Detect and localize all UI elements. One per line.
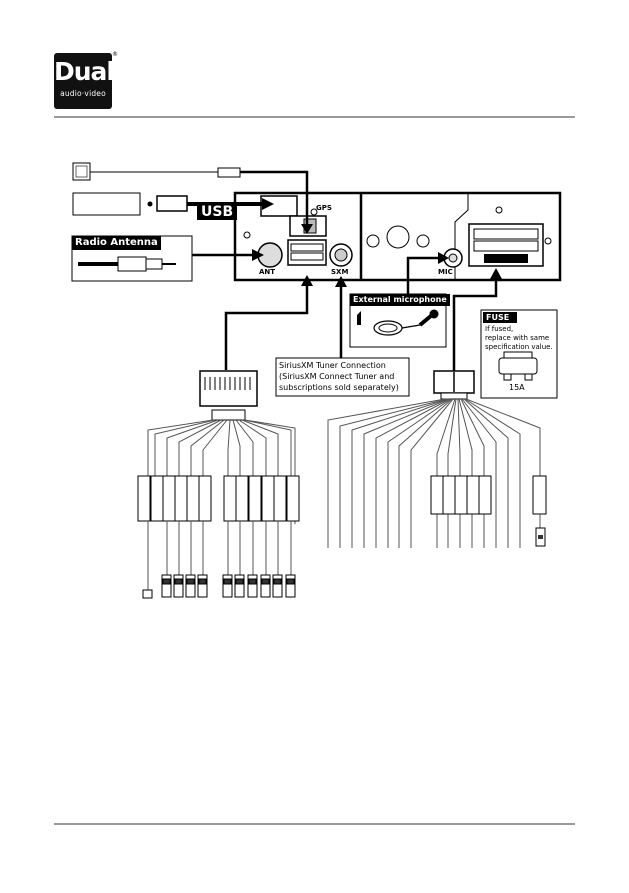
fuse-note-line3: specification value. xyxy=(485,343,553,351)
radio-antenna-label: Radio Antenna xyxy=(72,236,161,250)
fuse-note-line1: If fused, xyxy=(485,325,514,333)
fuse-title: FUSE xyxy=(486,313,510,322)
fuse-box xyxy=(480,309,558,399)
logo-tagline: audio·video xyxy=(60,89,106,98)
fuse-value: 15A xyxy=(509,383,525,392)
rca-wires xyxy=(147,419,296,598)
rca-harness xyxy=(199,370,258,421)
siriusxm-line3: subscriptions sold separately) xyxy=(279,383,399,392)
footer-rule xyxy=(54,823,575,825)
speaker-label-tags xyxy=(430,475,547,515)
fuse-note-line2: replace with same xyxy=(485,334,550,342)
mic-lead xyxy=(406,256,441,296)
sxm-port-label: SXM xyxy=(331,268,349,276)
ant-port-label: ANT xyxy=(259,268,276,276)
sxm-port xyxy=(329,243,353,267)
usb-device-box xyxy=(72,192,141,216)
external-microphone-label: External microphone xyxy=(350,294,450,306)
rca-label-tags xyxy=(137,475,300,522)
power-socket xyxy=(468,223,544,267)
registered-mark: ® xyxy=(112,51,118,58)
mic-port-label: MIC xyxy=(438,268,453,276)
logo-wordmark: Dual xyxy=(54,57,115,86)
power-harness-lead xyxy=(452,276,498,372)
siriusxm-line1: SiriusXM Tuner Connection xyxy=(279,361,386,370)
main-harness-lead xyxy=(224,283,309,370)
antenna-adapter-plug xyxy=(535,514,546,547)
siriusxm-box xyxy=(275,357,410,397)
power-harness xyxy=(433,370,475,400)
header-rule xyxy=(54,116,575,118)
fuse-title-tag xyxy=(483,312,517,323)
dual-logo: Dual audio·video xyxy=(54,53,115,109)
rca-plugs xyxy=(142,521,296,599)
gps-antenna-module xyxy=(72,162,313,234)
siriusxm-line2: (SiriusXM Connect Tuner and xyxy=(279,372,395,381)
gps-port-label: GPS xyxy=(316,204,332,212)
power-wires xyxy=(327,398,541,548)
main-harness-socket xyxy=(287,239,327,266)
usb-label: USB xyxy=(197,204,238,220)
